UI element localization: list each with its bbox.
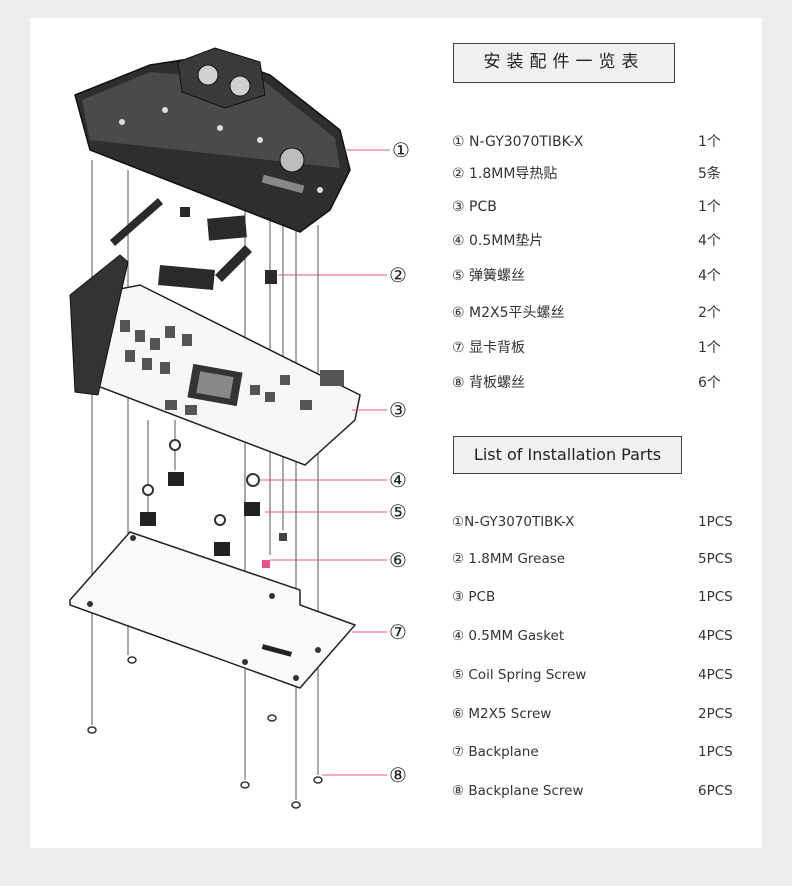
part-qty: 1PCS [698, 589, 733, 605]
part-qty: 6个 [698, 375, 721, 391]
part-name: ③ PCB [452, 199, 497, 215]
part-qty: 5PCS [698, 551, 733, 567]
part-qty: 5条 [698, 166, 721, 182]
callout-4: ④ [389, 468, 407, 492]
part-qty: 2个 [698, 305, 721, 321]
backplane [69, 531, 357, 689]
part-name: ② 1.8MM Grease [452, 551, 566, 567]
part-name: ④ 0.5MM垫片 [452, 233, 544, 249]
spring-screws [140, 439, 287, 568]
part-name: ④ 0.5MM Gasket [452, 628, 565, 644]
water-block [74, 47, 351, 233]
thermal-pads [110, 198, 277, 290]
part-name: ⑧ Backplane Screw [452, 783, 584, 799]
callout-1: ① [392, 138, 410, 162]
part-qty: 4PCS [698, 628, 733, 644]
callout-lines [260, 149, 390, 776]
backplane-screws [87, 656, 323, 809]
part-name: ⑦ Backplane [452, 744, 539, 760]
callout-5: ⑤ [389, 500, 407, 524]
part-name: ⑤ Coil Spring Screw [452, 667, 587, 683]
part-name: ⑥ M2X5平头螺丝 [452, 305, 565, 321]
part-name: ⑦ 显卡背板 [452, 340, 526, 356]
part-name: ③ PCB [452, 589, 496, 605]
part-qty: 6PCS [698, 783, 733, 799]
part-name: ⑥ M2X5 Screw [452, 706, 552, 722]
part-qty: 2PCS [698, 706, 733, 722]
part-name: ② 1.8MM导热贴 [452, 166, 558, 182]
callout-7: ⑦ [389, 620, 407, 644]
part-qty: 1PCS [698, 744, 733, 760]
callout-markers: ① ② ③ ④ ⑤ ⑥ ⑦ ⑧ [389, 138, 410, 787]
callout-6: ⑥ [389, 548, 407, 572]
part-qty: 1个 [698, 134, 721, 150]
callout-8: ⑧ [389, 763, 407, 787]
part-qty: 4PCS [698, 667, 733, 683]
part-name: ①N-GY3070TIBK-X [452, 514, 575, 530]
part-name: ⑤ 弹簧螺丝 [452, 268, 526, 284]
en-parts-title: List of Installation Parts [453, 436, 682, 474]
part-qty: 1PCS [698, 514, 733, 530]
part-qty: 1个 [698, 340, 721, 356]
alignment-lines [91, 160, 319, 800]
part-name: ① N-GY3070TIBK-X [452, 134, 584, 150]
part-qty: 4个 [698, 233, 721, 249]
part-name: ⑧ 背板螺丝 [452, 375, 526, 391]
pcb-board [69, 254, 361, 466]
callout-2: ② [389, 263, 407, 287]
part-qty: 4个 [698, 268, 721, 284]
part-qty: 1个 [698, 199, 721, 215]
callout-3: ③ [389, 398, 407, 422]
cn-parts-title: 安装配件一览表 [453, 43, 675, 83]
